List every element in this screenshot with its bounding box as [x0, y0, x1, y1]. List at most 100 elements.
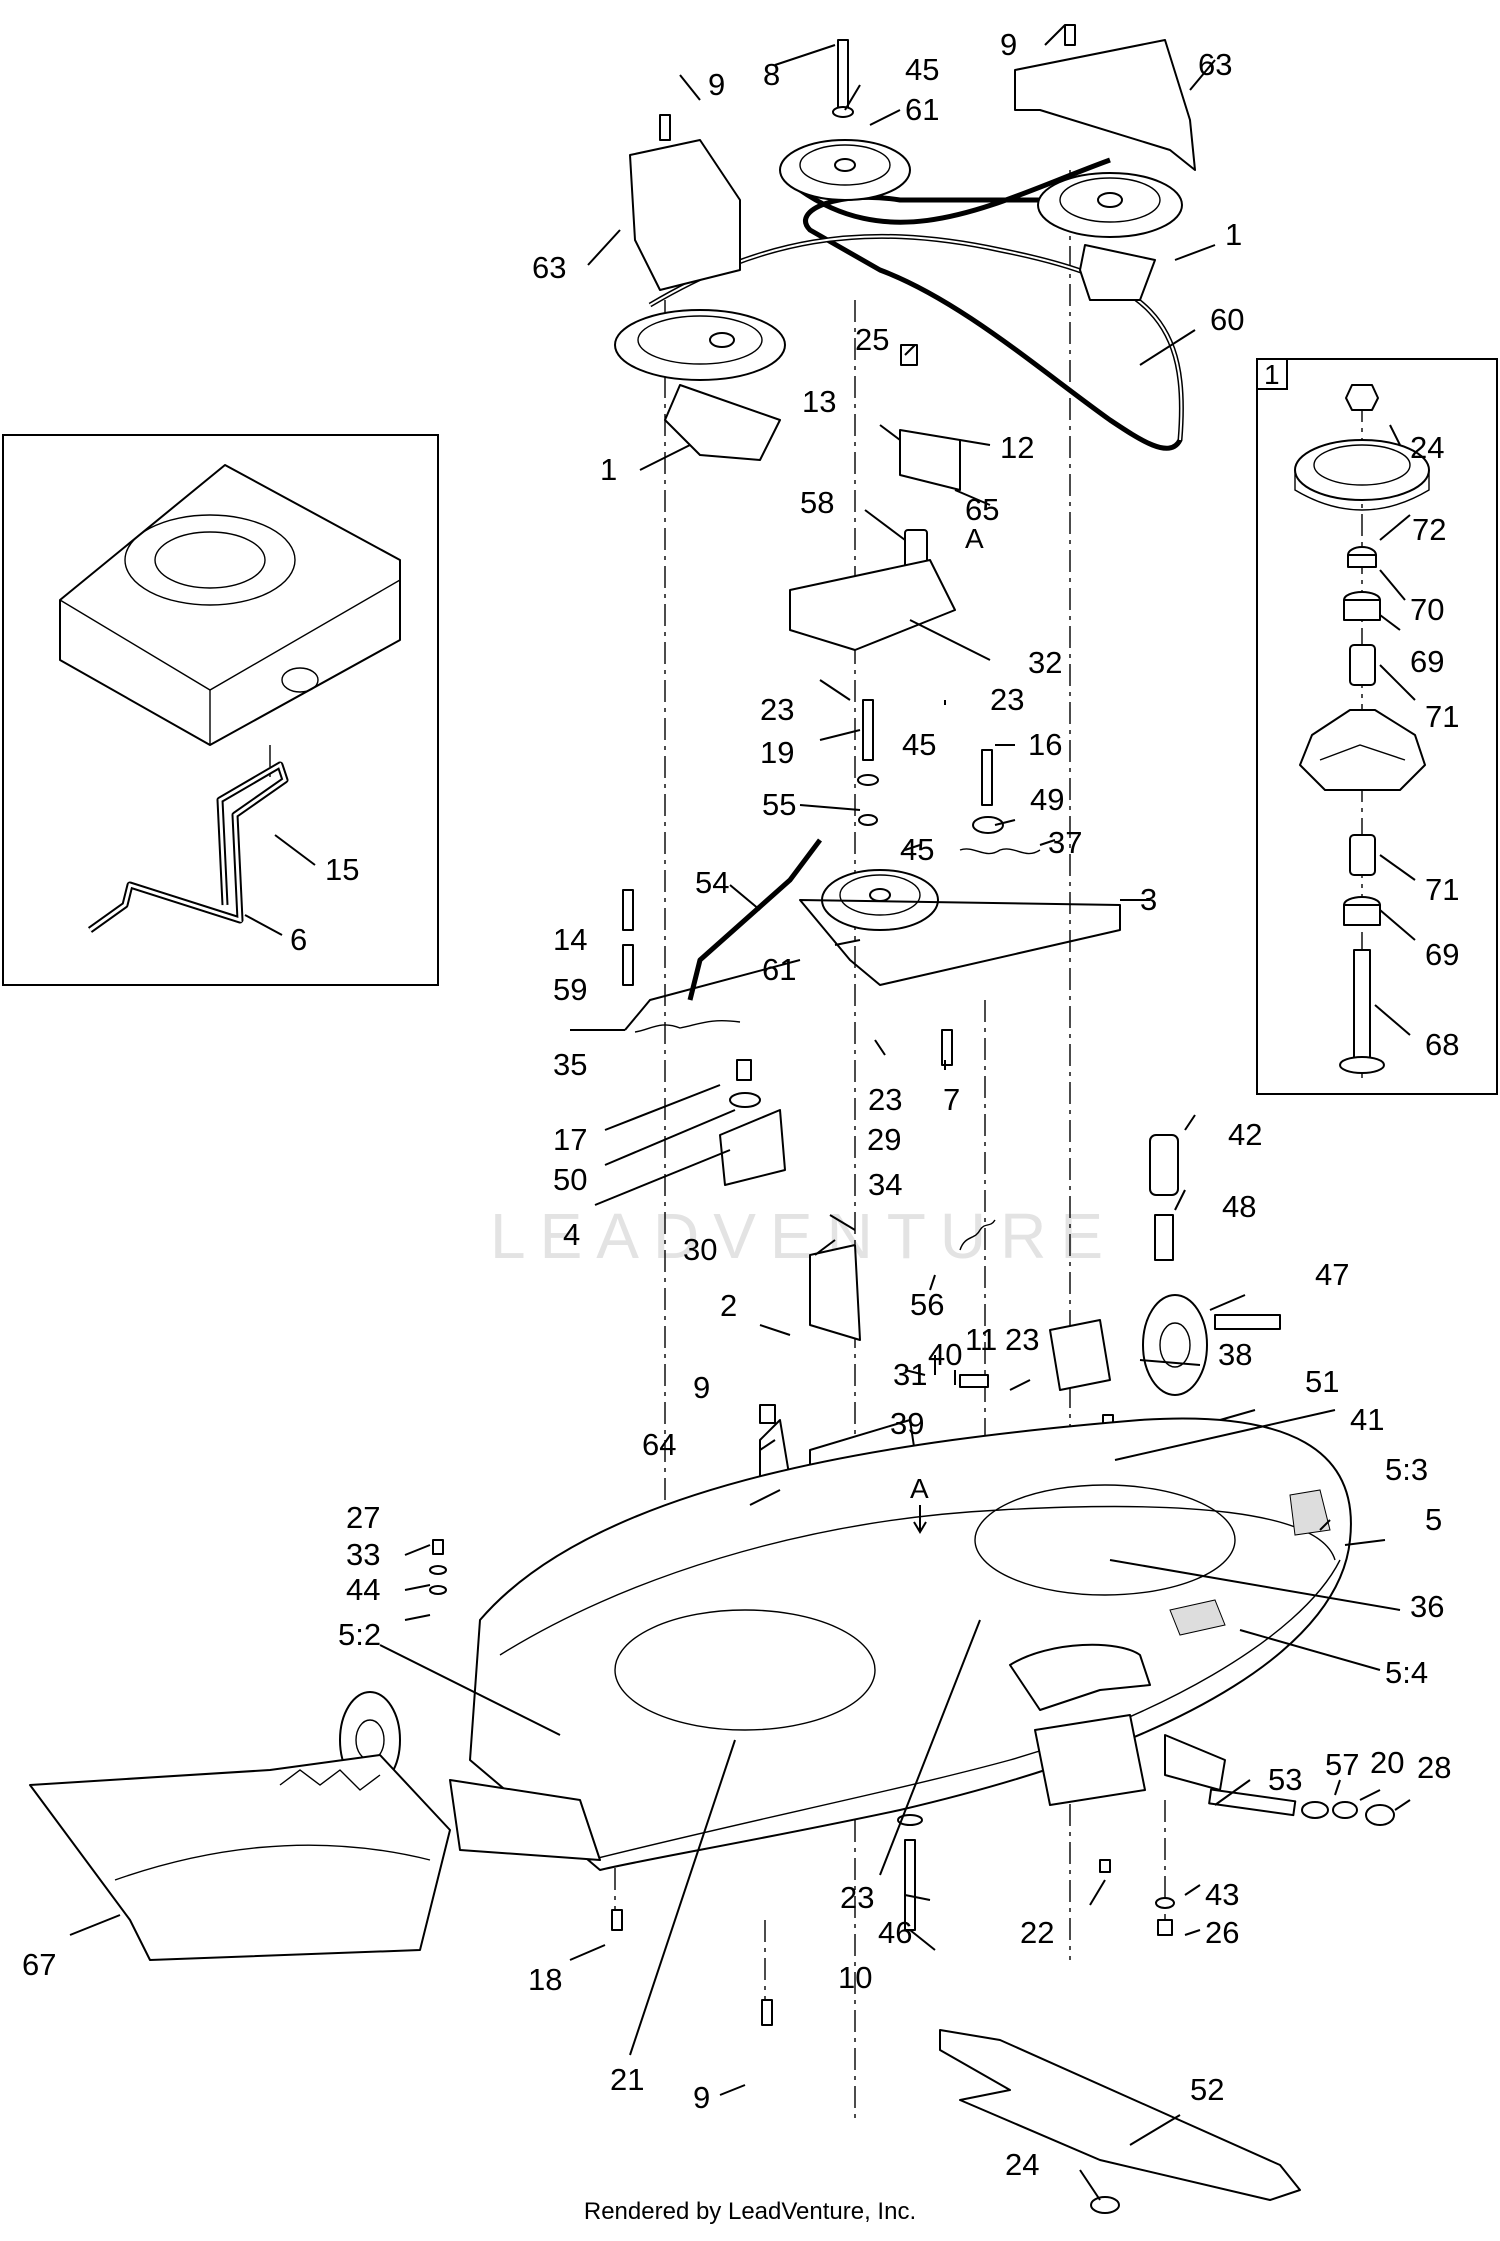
callout: 61 — [905, 92, 939, 127]
callout: 1 — [600, 452, 617, 487]
callout: 63 — [1198, 47, 1232, 82]
callout: 3 — [1140, 882, 1157, 917]
callout: 27 — [346, 1500, 380, 1535]
discharge-chute — [29, 1754, 451, 1961]
callout: 71 — [1425, 699, 1459, 734]
callout: 53 — [1268, 1762, 1302, 1797]
callout: 47 — [1315, 1257, 1349, 1292]
callout: 26 — [1205, 1915, 1239, 1950]
callout: 45 — [905, 52, 939, 87]
callout: 56 — [910, 1287, 944, 1322]
callout: 24 — [1410, 430, 1444, 465]
reference-arrow — [913, 1505, 927, 1534]
callout: 8 — [763, 57, 780, 92]
callout: 5:4 — [1385, 1655, 1428, 1690]
mower-deck — [339, 1294, 1352, 1871]
callout: 44 — [346, 1572, 380, 1607]
callout: 63 — [532, 250, 566, 285]
callout: 50 — [553, 1162, 587, 1197]
callout: 45 — [900, 832, 934, 867]
callout: 23 — [868, 1082, 902, 1117]
callout: 32 — [1028, 645, 1062, 680]
callout: 59 — [553, 972, 587, 1007]
callout: 52 — [1190, 2072, 1224, 2107]
callout: 4 — [563, 1217, 580, 1252]
callout: 37 — [1048, 825, 1082, 860]
callout: 34 — [868, 1167, 902, 1202]
callout: 12 — [1000, 430, 1034, 465]
callout: 20 — [1370, 1745, 1404, 1780]
belt — [648, 157, 1184, 451]
belt-covers — [629, 39, 1196, 291]
frame-inset — [2, 434, 439, 986]
callout: 43 — [1205, 1877, 1239, 1912]
callout: 22 — [1020, 1915, 1054, 1950]
callout: 6 — [290, 922, 307, 957]
callout: 71 — [1425, 872, 1459, 907]
callout: 9 — [1000, 27, 1017, 62]
callout: 11 — [965, 1322, 997, 1357]
callout: 14 — [553, 922, 587, 957]
callout: 16 — [1028, 727, 1062, 762]
callout: 64 — [642, 1427, 676, 1462]
callout: 46 — [878, 1915, 912, 1950]
callout: 7 — [943, 1082, 960, 1117]
callout: 15 — [325, 852, 359, 887]
callout: 57 — [1325, 1747, 1359, 1782]
callout: 19 — [760, 735, 794, 770]
callout: 45 — [902, 727, 936, 762]
pulleys — [614, 139, 1183, 931]
callout: 28 — [1417, 1750, 1451, 1785]
callout: 48 — [1222, 1189, 1256, 1224]
spindle-inset: 1 — [1256, 358, 1498, 1095]
footer-credit: Rendered by LeadVenture, Inc. — [583, 2198, 917, 2225]
callout: 49 — [1030, 782, 1064, 817]
callout: 23 — [990, 682, 1024, 717]
reference-mark-a: A — [965, 523, 984, 554]
callout: 23 — [840, 1880, 874, 1915]
callout: 21 — [610, 2062, 644, 2097]
callout: 29 — [867, 1122, 901, 1157]
callout: 5:2 — [338, 1617, 381, 1652]
callout: 40 — [928, 1337, 962, 1372]
callout: 10 — [838, 1960, 872, 1995]
watermark-text: LEADVENTURE — [490, 1200, 1117, 1272]
callout: 35 — [553, 1047, 587, 1082]
callout: 68 — [1425, 1027, 1459, 1062]
callout: 38 — [1218, 1337, 1252, 1372]
callout: 1 — [1225, 217, 1242, 252]
leader-lines — [69, 24, 1416, 2201]
callout: 54 — [695, 865, 729, 900]
callout: 39 — [890, 1406, 924, 1441]
callout: 69 — [1410, 644, 1444, 679]
callout: 23 — [1005, 1322, 1039, 1357]
callout: 2 — [720, 1288, 737, 1323]
callout: 51 — [1305, 1364, 1339, 1399]
callout: 17 — [553, 1122, 587, 1157]
callout: 18 — [528, 1962, 562, 1997]
callout: 65 — [965, 492, 999, 527]
callout: 70 — [1410, 592, 1444, 627]
callout: 69 — [1425, 937, 1459, 972]
hardware — [429, 24, 1395, 2214]
callout: 9 — [708, 67, 725, 102]
callout: 24 — [1005, 2147, 1039, 2182]
callout: 42 — [1228, 1117, 1262, 1152]
callout: 9 — [693, 1370, 710, 1405]
callout: 30 — [683, 1232, 717, 1267]
callout: 33 — [346, 1537, 380, 1572]
inset-box-label: 1 — [1264, 359, 1280, 390]
callout: 55 — [762, 787, 796, 822]
callout: 23 — [760, 692, 794, 727]
callout: 25 — [855, 322, 889, 357]
callout: 36 — [1410, 1589, 1444, 1624]
callout: 5:3 — [1385, 1452, 1428, 1487]
blade — [939, 2029, 1301, 2201]
callout: 5 — [1425, 1502, 1442, 1537]
callout: 67 — [22, 1947, 56, 1982]
callout: 72 — [1412, 512, 1446, 547]
callout: 58 — [800, 485, 834, 520]
callout: 61 — [762, 952, 796, 987]
callout: 60 — [1210, 302, 1244, 337]
